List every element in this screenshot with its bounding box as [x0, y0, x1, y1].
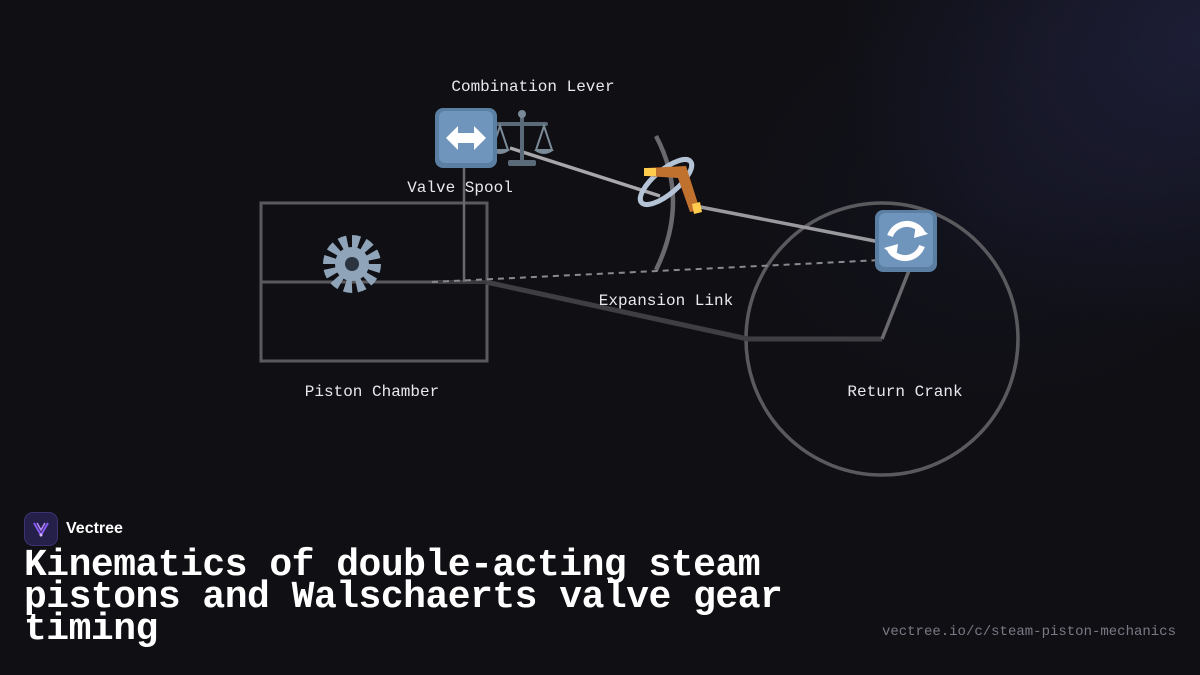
radius-rod [509, 146, 661, 198]
timing-dashed-line [431, 259, 883, 283]
gear-icon [323, 235, 381, 293]
combination-lever-label: Combination Lever [451, 78, 614, 96]
piston-chamber-label: Piston Chamber [305, 383, 439, 401]
brand-name: Vectree [66, 520, 123, 537]
rotate-arrows-icon [875, 210, 937, 272]
expansion-link-arc [653, 134, 676, 271]
connecting-rod [485, 279, 749, 342]
boomerang-icon [637, 156, 702, 214]
expansion-link-label: Expansion Link [599, 292, 733, 310]
page-title: Kinematics of double-acting steam piston… [24, 544, 783, 651]
return-crank-rod [880, 267, 912, 340]
source-url[interactable]: vectree.io/c/steam-piston-mechanics [881, 624, 1176, 640]
valve-spool-label: Valve Spool [407, 179, 513, 197]
return-crank-label: Return Crank [847, 383, 962, 401]
left-right-arrow-icon [435, 108, 497, 168]
brand: Vectree [24, 512, 123, 546]
vectree-logo-icon [24, 512, 58, 546]
eccentric-rod [689, 203, 881, 244]
